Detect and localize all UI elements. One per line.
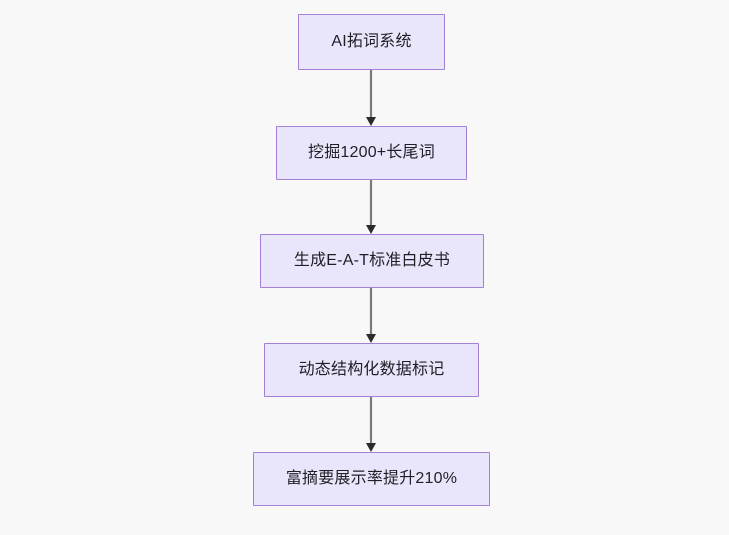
flow-node-dynamic-structured-data-markup[interactable]: 动态结构化数据标记 xyxy=(264,343,479,397)
flow-node-label: 动态结构化数据标记 xyxy=(298,361,445,378)
flow-arrow-connector xyxy=(364,70,378,126)
flow-node-ai-keyword-system[interactable]: AI拓词系统 xyxy=(298,14,445,70)
flow-arrow-connector xyxy=(364,180,378,234)
flow-node-label: 富摘要展示率提升210% xyxy=(285,470,458,487)
flow-arrow-connector xyxy=(364,397,378,452)
flow-node-rich-snippet-impression-uplift[interactable]: 富摘要展示率提升210% xyxy=(253,452,490,506)
flow-node-label: 挖掘1200+长尾词 xyxy=(308,144,435,161)
flow-node-label: 生成E-A-T标准白皮书 xyxy=(293,252,451,269)
flow-node-label: AI拓词系统 xyxy=(331,33,412,50)
flow-arrow-connector xyxy=(364,288,378,343)
flow-node-mine-longtail-keywords[interactable]: 挖掘1200+长尾词 xyxy=(276,126,467,180)
flow-node-generate-eat-whitepaper[interactable]: 生成E-A-T标准白皮书 xyxy=(260,234,484,288)
